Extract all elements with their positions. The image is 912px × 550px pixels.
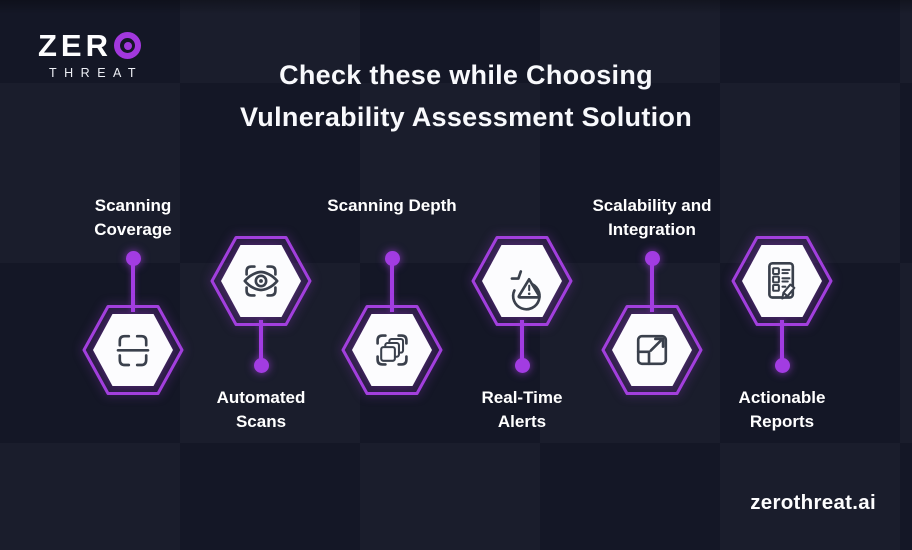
connector-line bbox=[390, 258, 394, 312]
item-actionable-reports: Actionable Reports bbox=[702, 0, 862, 550]
website-url: zerothreat.ai bbox=[750, 491, 876, 514]
item-label: Actionable Reports bbox=[738, 388, 826, 431]
item-label: Scalability and Integration bbox=[592, 196, 712, 239]
item-scanning-coverage: Scanning Coverage bbox=[53, 0, 213, 550]
hexagon-shape bbox=[601, 305, 703, 395]
report-edit-icon bbox=[768, 261, 796, 300]
hexagon-badge bbox=[730, 234, 834, 328]
hexagon-badge bbox=[81, 303, 185, 397]
item-automated-scans: Automated Scans bbox=[181, 0, 341, 550]
item-label: Scanning Coverage bbox=[94, 196, 172, 239]
hexagon-shape bbox=[731, 236, 833, 326]
logo-row: ZER bbox=[38, 30, 143, 61]
brand-logo: ZER THREAT bbox=[38, 30, 143, 80]
connector-line bbox=[650, 258, 654, 312]
hexagon-badge bbox=[600, 303, 704, 397]
scan-layers-icon bbox=[376, 334, 408, 366]
hexagon-badge bbox=[209, 234, 313, 328]
logo-target-ring-icon bbox=[114, 32, 141, 59]
page-title: Check these while Choosing Vulnerability… bbox=[240, 60, 692, 132]
scan-eye-icon bbox=[243, 265, 279, 297]
item-scanning-depth: Scanning Depth bbox=[312, 0, 472, 550]
logo-secondary-text: THREAT bbox=[49, 66, 144, 80]
scale-expand-icon bbox=[636, 334, 668, 366]
connector-line bbox=[131, 258, 135, 312]
connector-line bbox=[780, 320, 784, 362]
item-label: Real-Time Alerts bbox=[481, 388, 563, 431]
item-label: Scanning Depth bbox=[327, 196, 457, 215]
hexagon-badge bbox=[470, 234, 574, 328]
connector-line bbox=[259, 320, 263, 362]
item-scalability-integration: Scalability and Integration bbox=[572, 0, 732, 550]
hexagon-shape bbox=[471, 236, 573, 326]
connector-dot bbox=[514, 358, 530, 373]
logo-wordmark-text: ZER bbox=[38, 28, 112, 63]
item-label: Automated Scans bbox=[216, 388, 306, 431]
scan-frame-icon bbox=[116, 334, 150, 367]
item-real-time-alerts: Real-Time Alerts bbox=[442, 0, 602, 550]
connector-line bbox=[520, 320, 524, 362]
hexagon-badge bbox=[340, 303, 444, 397]
hexagon-shape bbox=[82, 305, 184, 395]
hexagon-shape bbox=[341, 305, 443, 395]
connector-dot bbox=[774, 358, 790, 373]
clock-alert-icon bbox=[510, 270, 541, 311]
hexagon-shape bbox=[210, 236, 312, 326]
logo-target-dot bbox=[123, 41, 132, 50]
connector-dot bbox=[253, 358, 269, 373]
